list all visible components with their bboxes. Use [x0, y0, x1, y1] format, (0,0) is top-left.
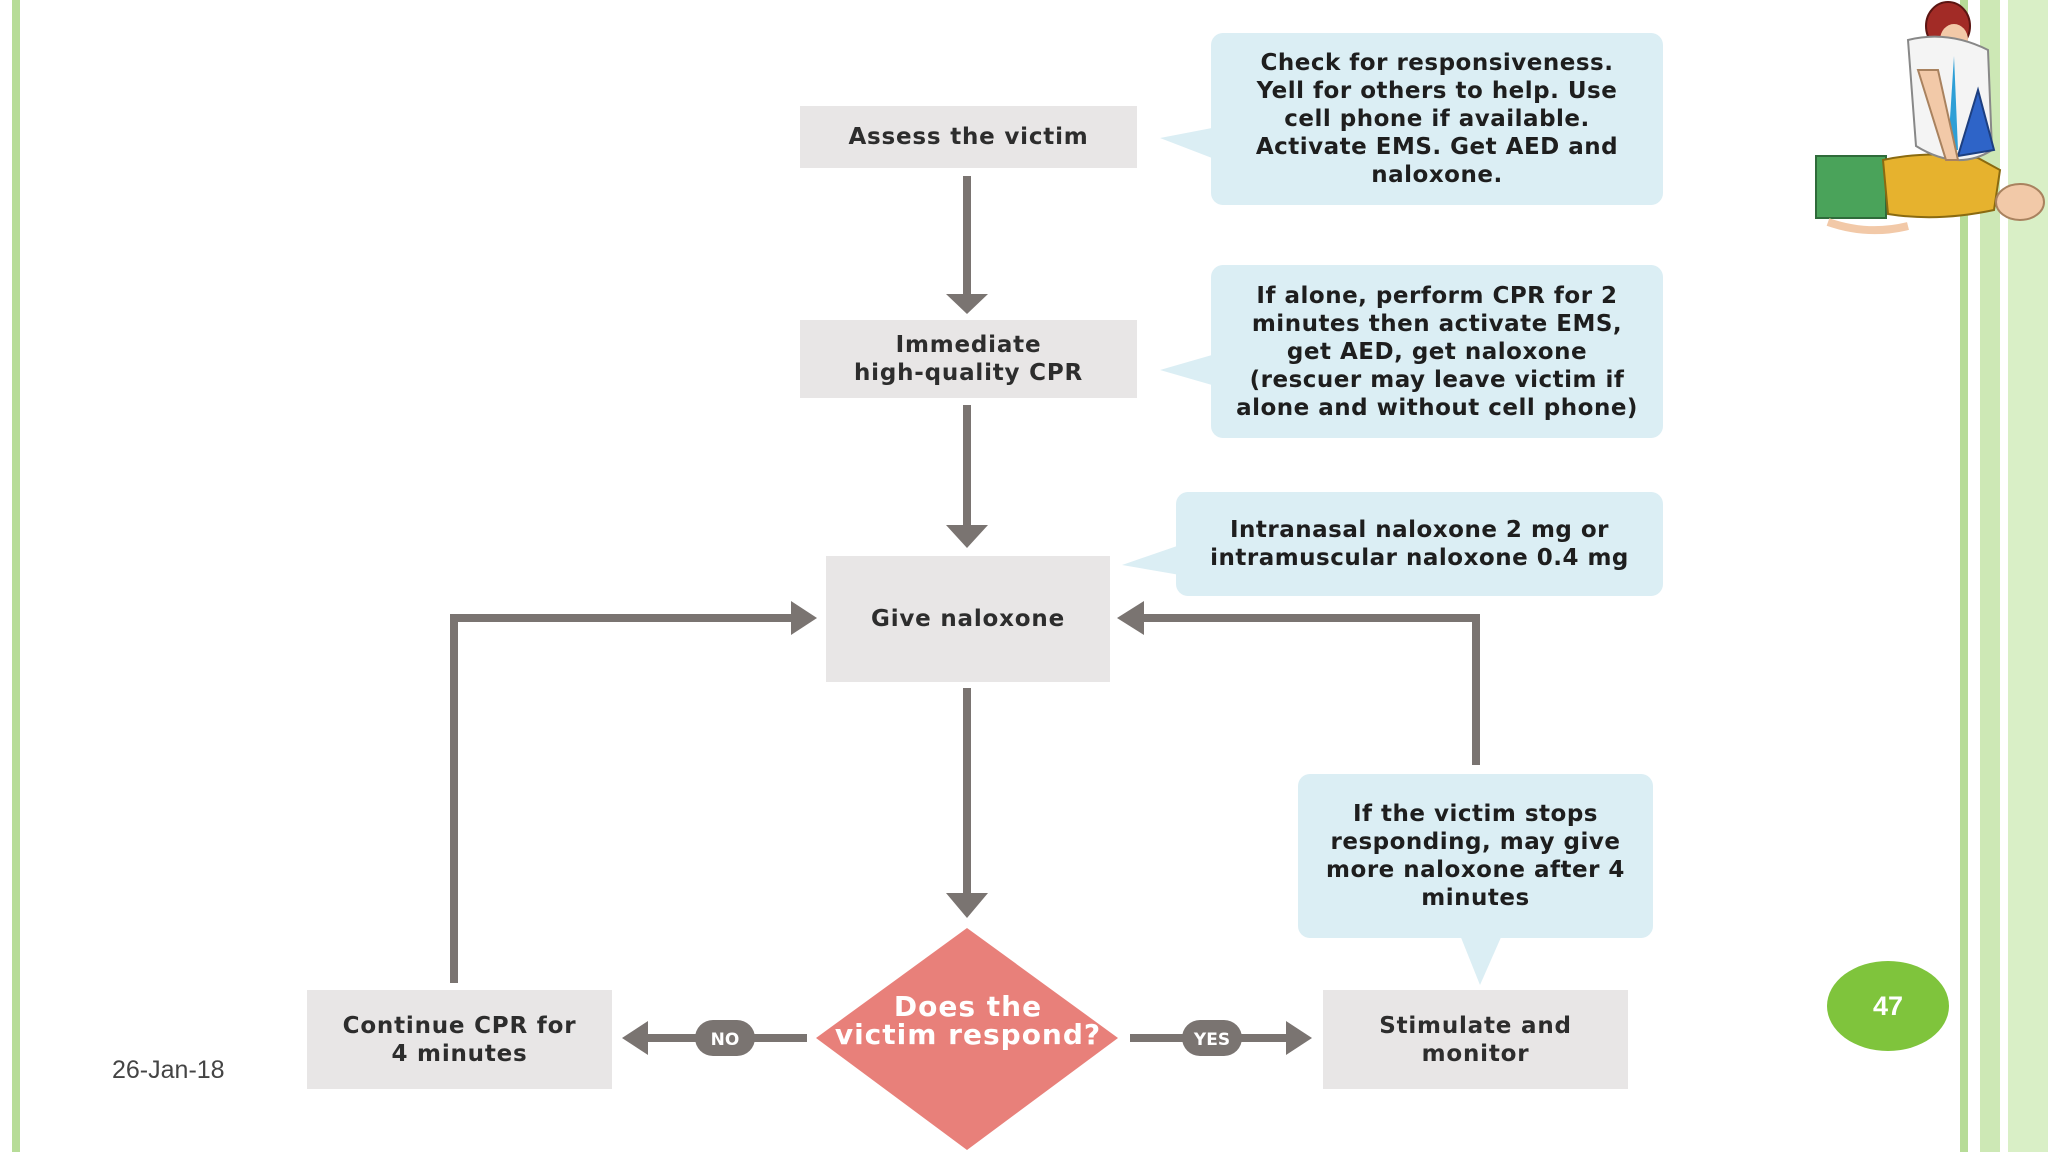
cpr-rescuer-illustration: [1815, 1, 2045, 235]
immediate-cpr-box: Immediate high-quality CPR: [800, 320, 1137, 398]
loop-stimulate-to-naloxone: [1142, 614, 1480, 765]
no-pill: [695, 1020, 755, 1056]
decision-diamond: [816, 928, 1118, 1150]
bubble-pointer-alone: [1160, 355, 1212, 385]
arrowhead-yes: [1286, 1021, 1312, 1055]
yes-pill-label: YES: [1193, 1030, 1230, 1050]
decision-question: Does the victim respond?: [834, 990, 1102, 1051]
stimulate-monitor-box: Stimulate and monitor: [1323, 990, 1628, 1089]
arrowhead-cpr: [946, 294, 988, 314]
bubble-pointer-responsiveness: [1160, 128, 1212, 158]
no-pill-label: NO: [711, 1030, 740, 1050]
right-border-stripe-outer: [1980, 0, 2000, 1152]
arrowhead-decision: [946, 893, 988, 918]
bubble-pointer-stops: [1460, 935, 1502, 985]
bubble-pointer-dose: [1122, 545, 1180, 575]
page-number-badge: 47: [1827, 961, 1949, 1051]
assess-victim-box: Assess the victim: [800, 106, 1137, 168]
note-victim-stops: If the victim stops responding, may give…: [1298, 774, 1653, 938]
note-alone: If alone, perform CPR for 2 minutes then…: [1211, 265, 1663, 438]
note-naloxone-dose: Intranasal naloxone 2 mg or intramuscula…: [1176, 492, 1663, 596]
continue-cpr-box: Continue CPR for 4 minutes: [307, 990, 612, 1089]
note-responsiveness: Check for responsiveness. Yell for other…: [1211, 33, 1663, 205]
right-border-stripe-inner: [1960, 0, 1968, 1152]
arrowhead-loop-left: [791, 601, 817, 635]
left-border-stripe: [12, 0, 20, 1152]
arrowhead-loop-right: [1117, 601, 1144, 635]
slide-date: 26-Jan-18: [112, 1056, 225, 1084]
loop-continue-to-naloxone: [450, 614, 793, 983]
give-naloxone-box: Give naloxone: [826, 556, 1110, 682]
arrowhead-no: [622, 1021, 648, 1055]
yes-pill: [1182, 1020, 1242, 1056]
arrowhead-naloxone: [946, 525, 988, 548]
